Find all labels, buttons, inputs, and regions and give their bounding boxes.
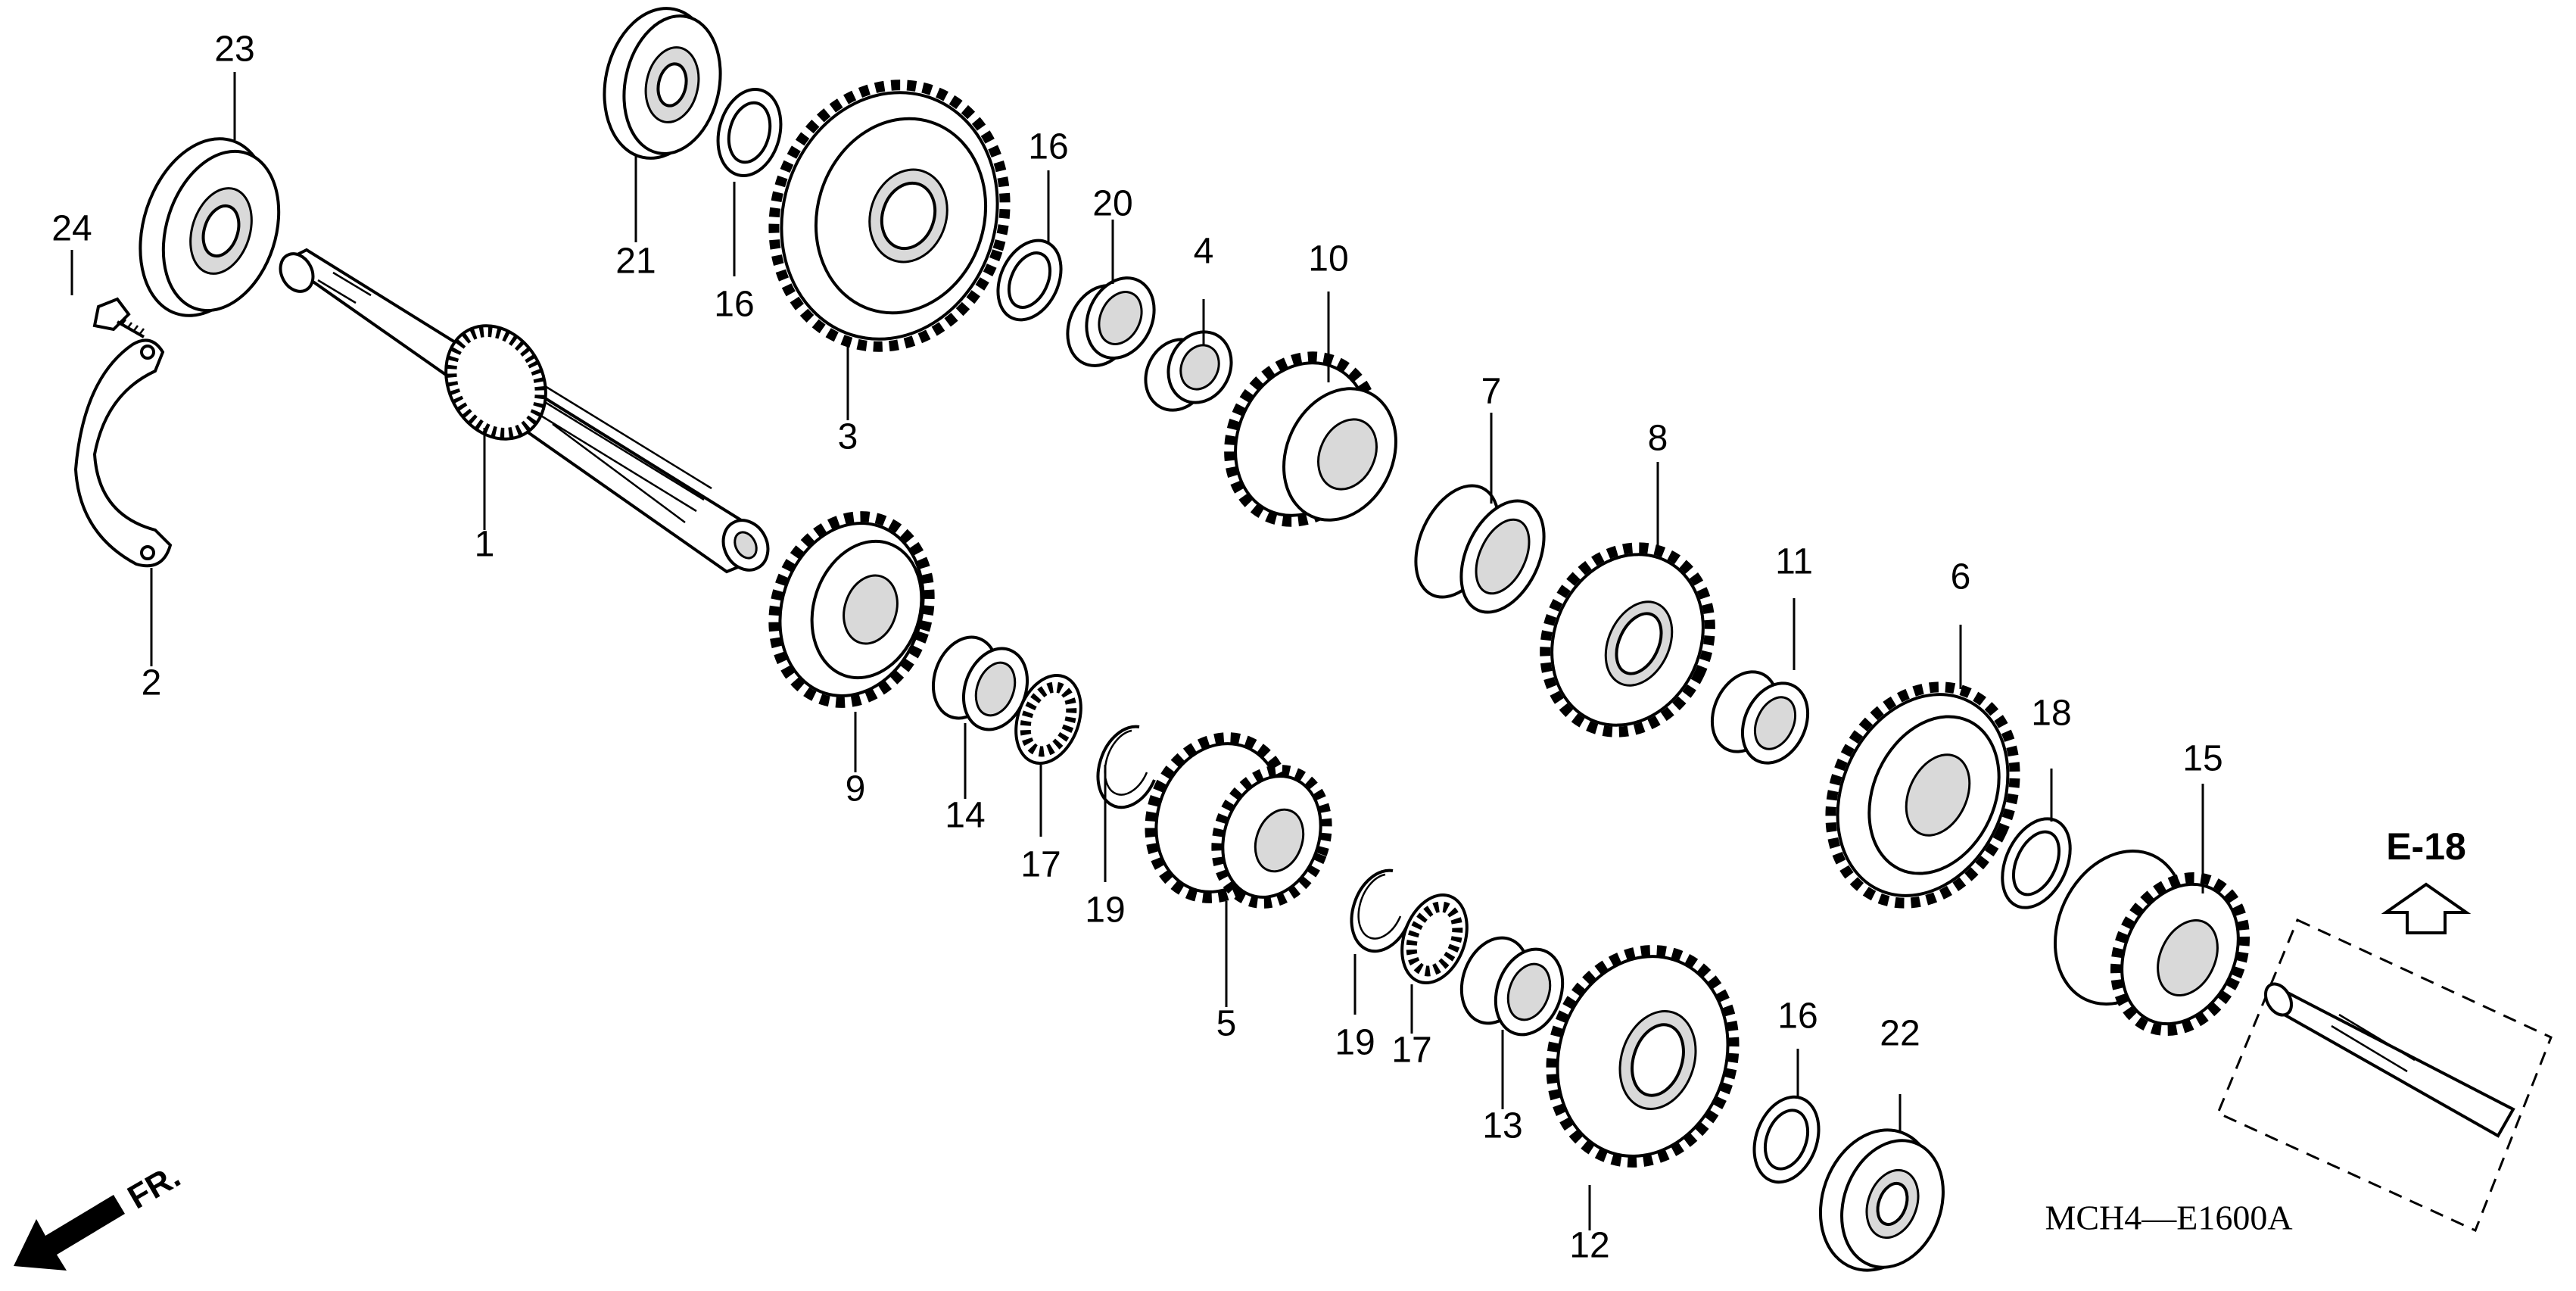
label-18: 18	[2031, 694, 2071, 734]
bearing-21	[603, 7, 722, 160]
needle-bearing-20	[1066, 276, 1156, 367]
label-14: 14	[945, 796, 985, 836]
front-indicator: FR.	[14, 1158, 187, 1271]
ref-e18-title: E-18	[2386, 825, 2466, 868]
label-2: 2	[142, 663, 162, 703]
gear-9	[768, 511, 935, 708]
bushing-13	[1459, 936, 1565, 1037]
bushing-11	[1710, 670, 1810, 765]
gear-8	[1540, 542, 1715, 737]
label-20: 20	[1092, 184, 1132, 224]
label-15: 15	[2182, 739, 2222, 779]
label-23: 23	[214, 30, 254, 70]
washer-16-top	[716, 88, 783, 177]
bushing-14	[931, 635, 1029, 731]
washer-17-upper	[1014, 673, 1082, 766]
label-19-b: 19	[1335, 1023, 1375, 1063]
bracket	[73, 338, 173, 568]
gear-5	[1145, 732, 1332, 909]
washer-17-lower	[1400, 893, 1469, 985]
label-4: 4	[1194, 232, 1214, 272]
label-19-a: 19	[1085, 890, 1125, 931]
label-3: 3	[838, 417, 858, 457]
label-13: 13	[1482, 1106, 1522, 1146]
part-labels: 1 2 3 4 5 6 7 8 9 10 11 12 13 14 15 16 1…	[51, 30, 2222, 1266]
label-22: 22	[1880, 1014, 1920, 1054]
arrow-left-down-icon	[14, 1195, 125, 1271]
washer-18	[2001, 817, 2072, 909]
ref-e18: E-18	[2381, 825, 2472, 934]
gear-12	[1546, 945, 1740, 1168]
gear-3	[768, 80, 1011, 352]
mainshaft	[279, 248, 770, 574]
needle-bearing-7	[1414, 484, 1546, 614]
label-5: 5	[1216, 1004, 1237, 1044]
label-16-b: 16	[714, 285, 754, 325]
bearing-22	[1818, 1128, 1945, 1272]
washer-16-lower	[1752, 1095, 1821, 1184]
label-10: 10	[1308, 239, 1348, 279]
bushing-4	[1144, 330, 1233, 412]
arrow-up-outline-icon	[2381, 882, 2472, 934]
label-21: 21	[615, 242, 656, 282]
circlip-19-upper	[1096, 725, 1156, 809]
circlip-19-lower	[1350, 868, 1409, 953]
label-16-a: 16	[1028, 127, 1068, 167]
label-11: 11	[1775, 542, 1813, 582]
label-7: 7	[1481, 372, 1502, 412]
label-6: 6	[1951, 557, 1971, 597]
label-24: 24	[51, 209, 92, 249]
reference-shaft-box	[2216, 918, 2553, 1233]
label-12: 12	[1569, 1226, 1609, 1266]
bearing-23	[139, 137, 281, 317]
bolt	[92, 297, 145, 338]
label-17-a: 17	[1020, 845, 1061, 885]
front-label: FR.	[122, 1158, 187, 1217]
washer-16-mid	[996, 239, 1063, 322]
leader-lines	[70, 72, 2204, 1230]
label-9: 9	[846, 769, 866, 809]
label-1: 1	[475, 525, 495, 565]
label-8: 8	[1648, 419, 1668, 459]
diagram-code: MCH4—E1600A	[2045, 1199, 2292, 1237]
gear-6	[1825, 681, 2020, 909]
gear-10	[1224, 351, 1397, 527]
label-16-c: 16	[1777, 996, 1818, 1037]
label-17-b: 17	[1391, 1031, 1431, 1071]
gear-15	[2053, 850, 2250, 1036]
